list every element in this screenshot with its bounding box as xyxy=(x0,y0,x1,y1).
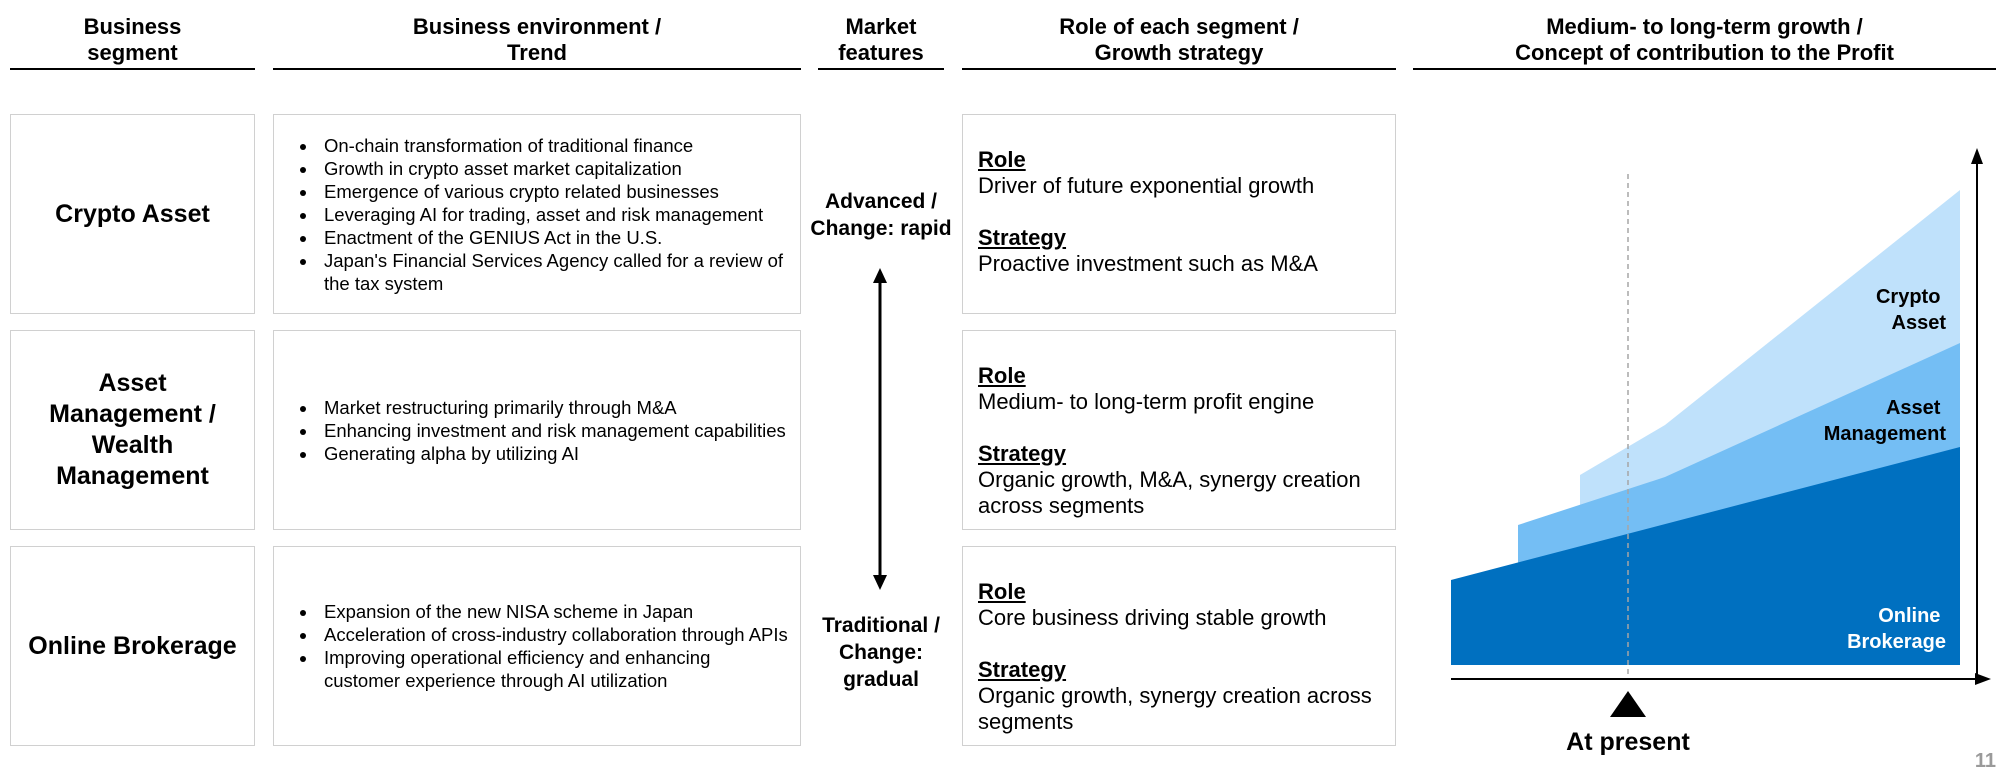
segment-asset-wealth-management: Asset Management / Wealth Management xyxy=(10,330,255,530)
market-feature-bottom: Traditional /Change:gradual xyxy=(822,614,940,691)
trend-box-online-brokerage: Expansion of the new NISA scheme in Japa… xyxy=(273,546,801,746)
trend-item: Improving operational efficiency and enh… xyxy=(318,646,790,692)
trend-item: Emergence of various crypto related busi… xyxy=(318,180,790,203)
trend-item: Generating alpha by utilizing AI xyxy=(318,442,786,465)
header-role-strategy: Role of each segment /Growth strategy xyxy=(962,14,1396,70)
trend-item: Enhancing investment and risk management… xyxy=(318,419,786,442)
segment-name: Online Brokerage xyxy=(28,631,237,660)
segment-name: Crypto Asset xyxy=(55,199,210,228)
strategy-label: Strategy xyxy=(978,441,1067,466)
trend-item: Market restructuring primarily through M… xyxy=(318,396,786,419)
y-axis-arrowhead xyxy=(1971,148,1983,164)
trend-list: Market restructuring primarily through M… xyxy=(288,396,786,465)
segment-name: Asset Management / Wealth Management xyxy=(49,369,216,490)
label-crypto-asset: Crypto Asset xyxy=(1876,286,1946,334)
role-label: Role xyxy=(978,579,1026,604)
role-text: Driver of future exponential growth xyxy=(978,173,1315,198)
online-brokerage-layer xyxy=(1451,447,1960,665)
header-business-environment: Business environment /Trend xyxy=(273,14,801,70)
label-online-brokerage: Online Brokerage xyxy=(1847,605,1946,653)
trend-item: On-chain transformation of traditional f… xyxy=(318,134,790,157)
market-double-arrow xyxy=(873,268,887,590)
market-feature-top: Advanced /Change: rapid xyxy=(810,190,952,240)
role-box-crypto-asset: Role Driver of future exponential growth… xyxy=(962,114,1396,314)
role-box-asset-management: Role Medium- to long-term profit engine … xyxy=(962,330,1396,530)
trend-item: Expansion of the new NISA scheme in Japa… xyxy=(318,600,790,623)
role-label: Role xyxy=(978,363,1026,388)
trend-item: Japan's Financial Services Agency called… xyxy=(318,249,790,295)
segment-online-brokerage: Online Brokerage xyxy=(10,546,255,746)
strategy-label: Strategy xyxy=(978,657,1067,682)
header-growth-concept: Medium- to long-term growth /Concept of … xyxy=(1413,14,1996,70)
role-box-online-brokerage: Role Core business driving stable growth… xyxy=(962,546,1396,746)
role-text: Medium- to long-term profit engine xyxy=(978,389,1315,414)
present-marker-triangle xyxy=(1610,691,1646,717)
strategy-text: Proactive investment such as M&A xyxy=(978,251,1318,276)
role-label: Role xyxy=(978,147,1026,172)
trend-box-crypto-asset: On-chain transformation of traditional f… xyxy=(273,114,801,314)
trend-item: Leveraging AI for trading, asset and ris… xyxy=(318,203,790,226)
trend-item: Growth in crypto asset market capitaliza… xyxy=(318,157,790,180)
strategy-text: Organic growth, synergy creation across … xyxy=(978,683,1372,734)
segment-crypto-asset: Crypto Asset xyxy=(10,114,255,314)
label-asset-management: Asset Management xyxy=(1824,397,1947,445)
trend-item: Acceleration of cross-industry collabora… xyxy=(318,623,790,646)
trend-item: Enactment of the GENIUS Act in the U.S. xyxy=(318,226,790,249)
page-number: 11 xyxy=(1974,750,1996,772)
strategy-label: Strategy xyxy=(978,225,1067,250)
at-present-label: At present xyxy=(1566,728,1690,756)
trend-box-asset-management: Market restructuring primarily through M… xyxy=(273,330,801,530)
growth-concept-chart: Crypto Asset Asset Management Online Bro… xyxy=(1451,148,1991,756)
role-text: Core business driving stable growth xyxy=(978,605,1327,630)
x-axis-arrowhead xyxy=(1975,673,1991,685)
trend-list: On-chain transformation of traditional f… xyxy=(288,134,790,295)
strategy-text: Organic growth, M&A, synergy creation ac… xyxy=(978,467,1361,518)
trend-list: Expansion of the new NISA scheme in Japa… xyxy=(288,600,790,692)
